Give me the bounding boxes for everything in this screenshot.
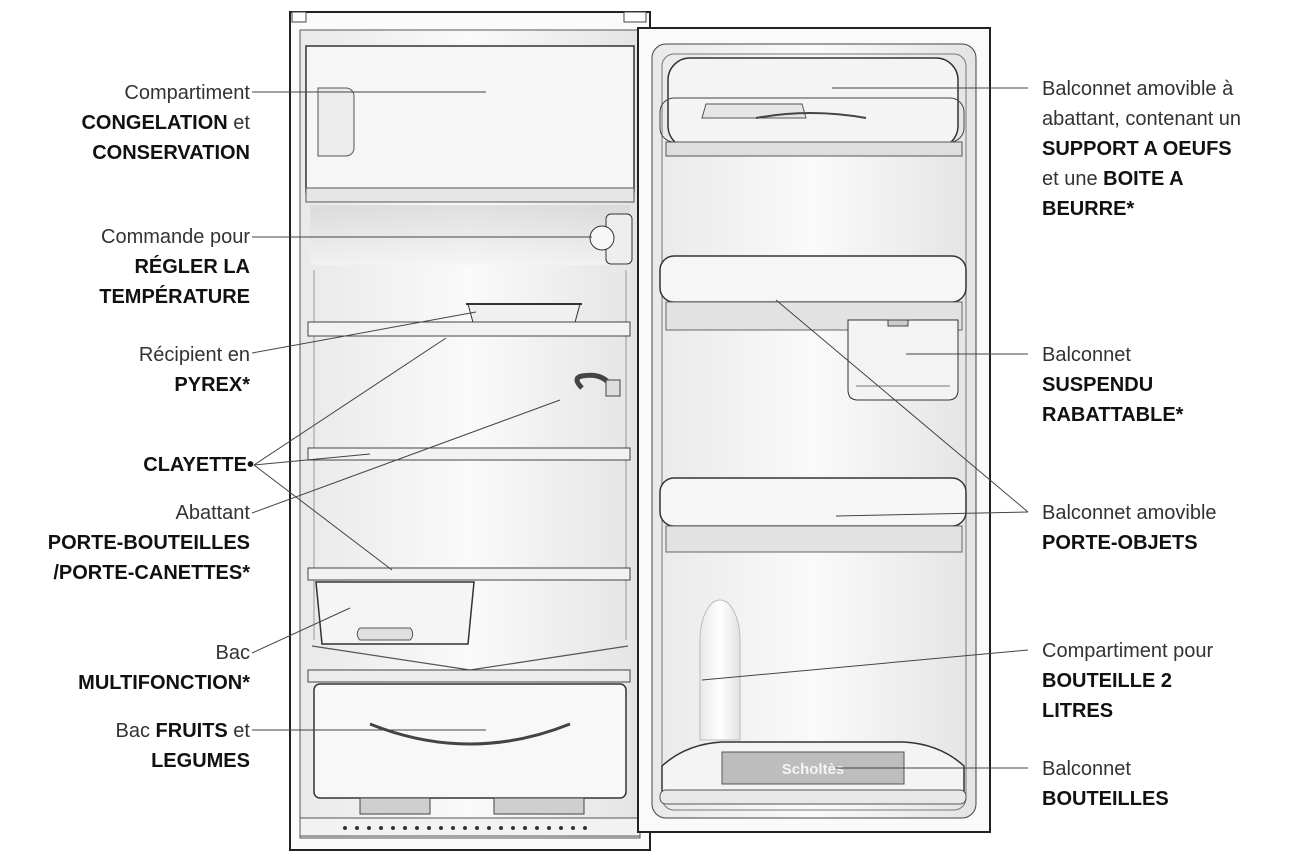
two-litre-bottle-space xyxy=(699,599,741,741)
label-pyrex: Récipient en PYREX* xyxy=(138,344,250,396)
object-balcony-upper xyxy=(659,255,967,331)
shelves xyxy=(307,321,631,581)
back-shadow xyxy=(310,205,630,265)
label-object-balcony: Balconnet amovible PORTE-OBJETS xyxy=(1042,502,1217,554)
brand-logo: Scholtès xyxy=(782,761,845,778)
pyrex-dish xyxy=(466,303,582,327)
label-shelf: CLAYETTE• xyxy=(143,454,254,476)
label-hanging-balcony: Balconnet SUSPENDU RABATTABLE* xyxy=(1042,344,1184,426)
ventilation-grille xyxy=(299,817,641,837)
multifunction-bin xyxy=(315,581,475,645)
bottle-balcony: Scholtès xyxy=(659,741,967,805)
label-egg-balcony: Balconnet amovible à abattant, contenant… xyxy=(1042,78,1242,220)
freezer-compartment xyxy=(305,45,635,203)
egg-balcony xyxy=(659,57,965,157)
label-thermostat: Commande pour RÉGLER LA TEMPÉRATURE xyxy=(99,226,250,308)
label-two-litre: Compartiment pour BOUTEILLE 2 LITRES xyxy=(1042,640,1214,722)
thermostat-knob xyxy=(589,213,633,265)
vegetable-drawer xyxy=(313,683,627,815)
label-bottle-balcony: Balconnet BOUTEILLES xyxy=(1042,758,1169,810)
label-multifunction-bin: Bac MULTIFONCTION* xyxy=(78,642,250,694)
hanging-balcony xyxy=(847,319,959,401)
leader-lines xyxy=(251,87,1029,769)
label-freezer: Compartiment CONGELATION et CONSERVATION xyxy=(81,82,250,164)
label-vegetable-drawer: Bac FRUITS et LEGUMES xyxy=(115,720,251,772)
label-bottle-flap: Abattant PORTE-BOUTEILLES /PORTE-CANETTE… xyxy=(47,502,250,584)
object-balcony-lower xyxy=(659,477,967,553)
